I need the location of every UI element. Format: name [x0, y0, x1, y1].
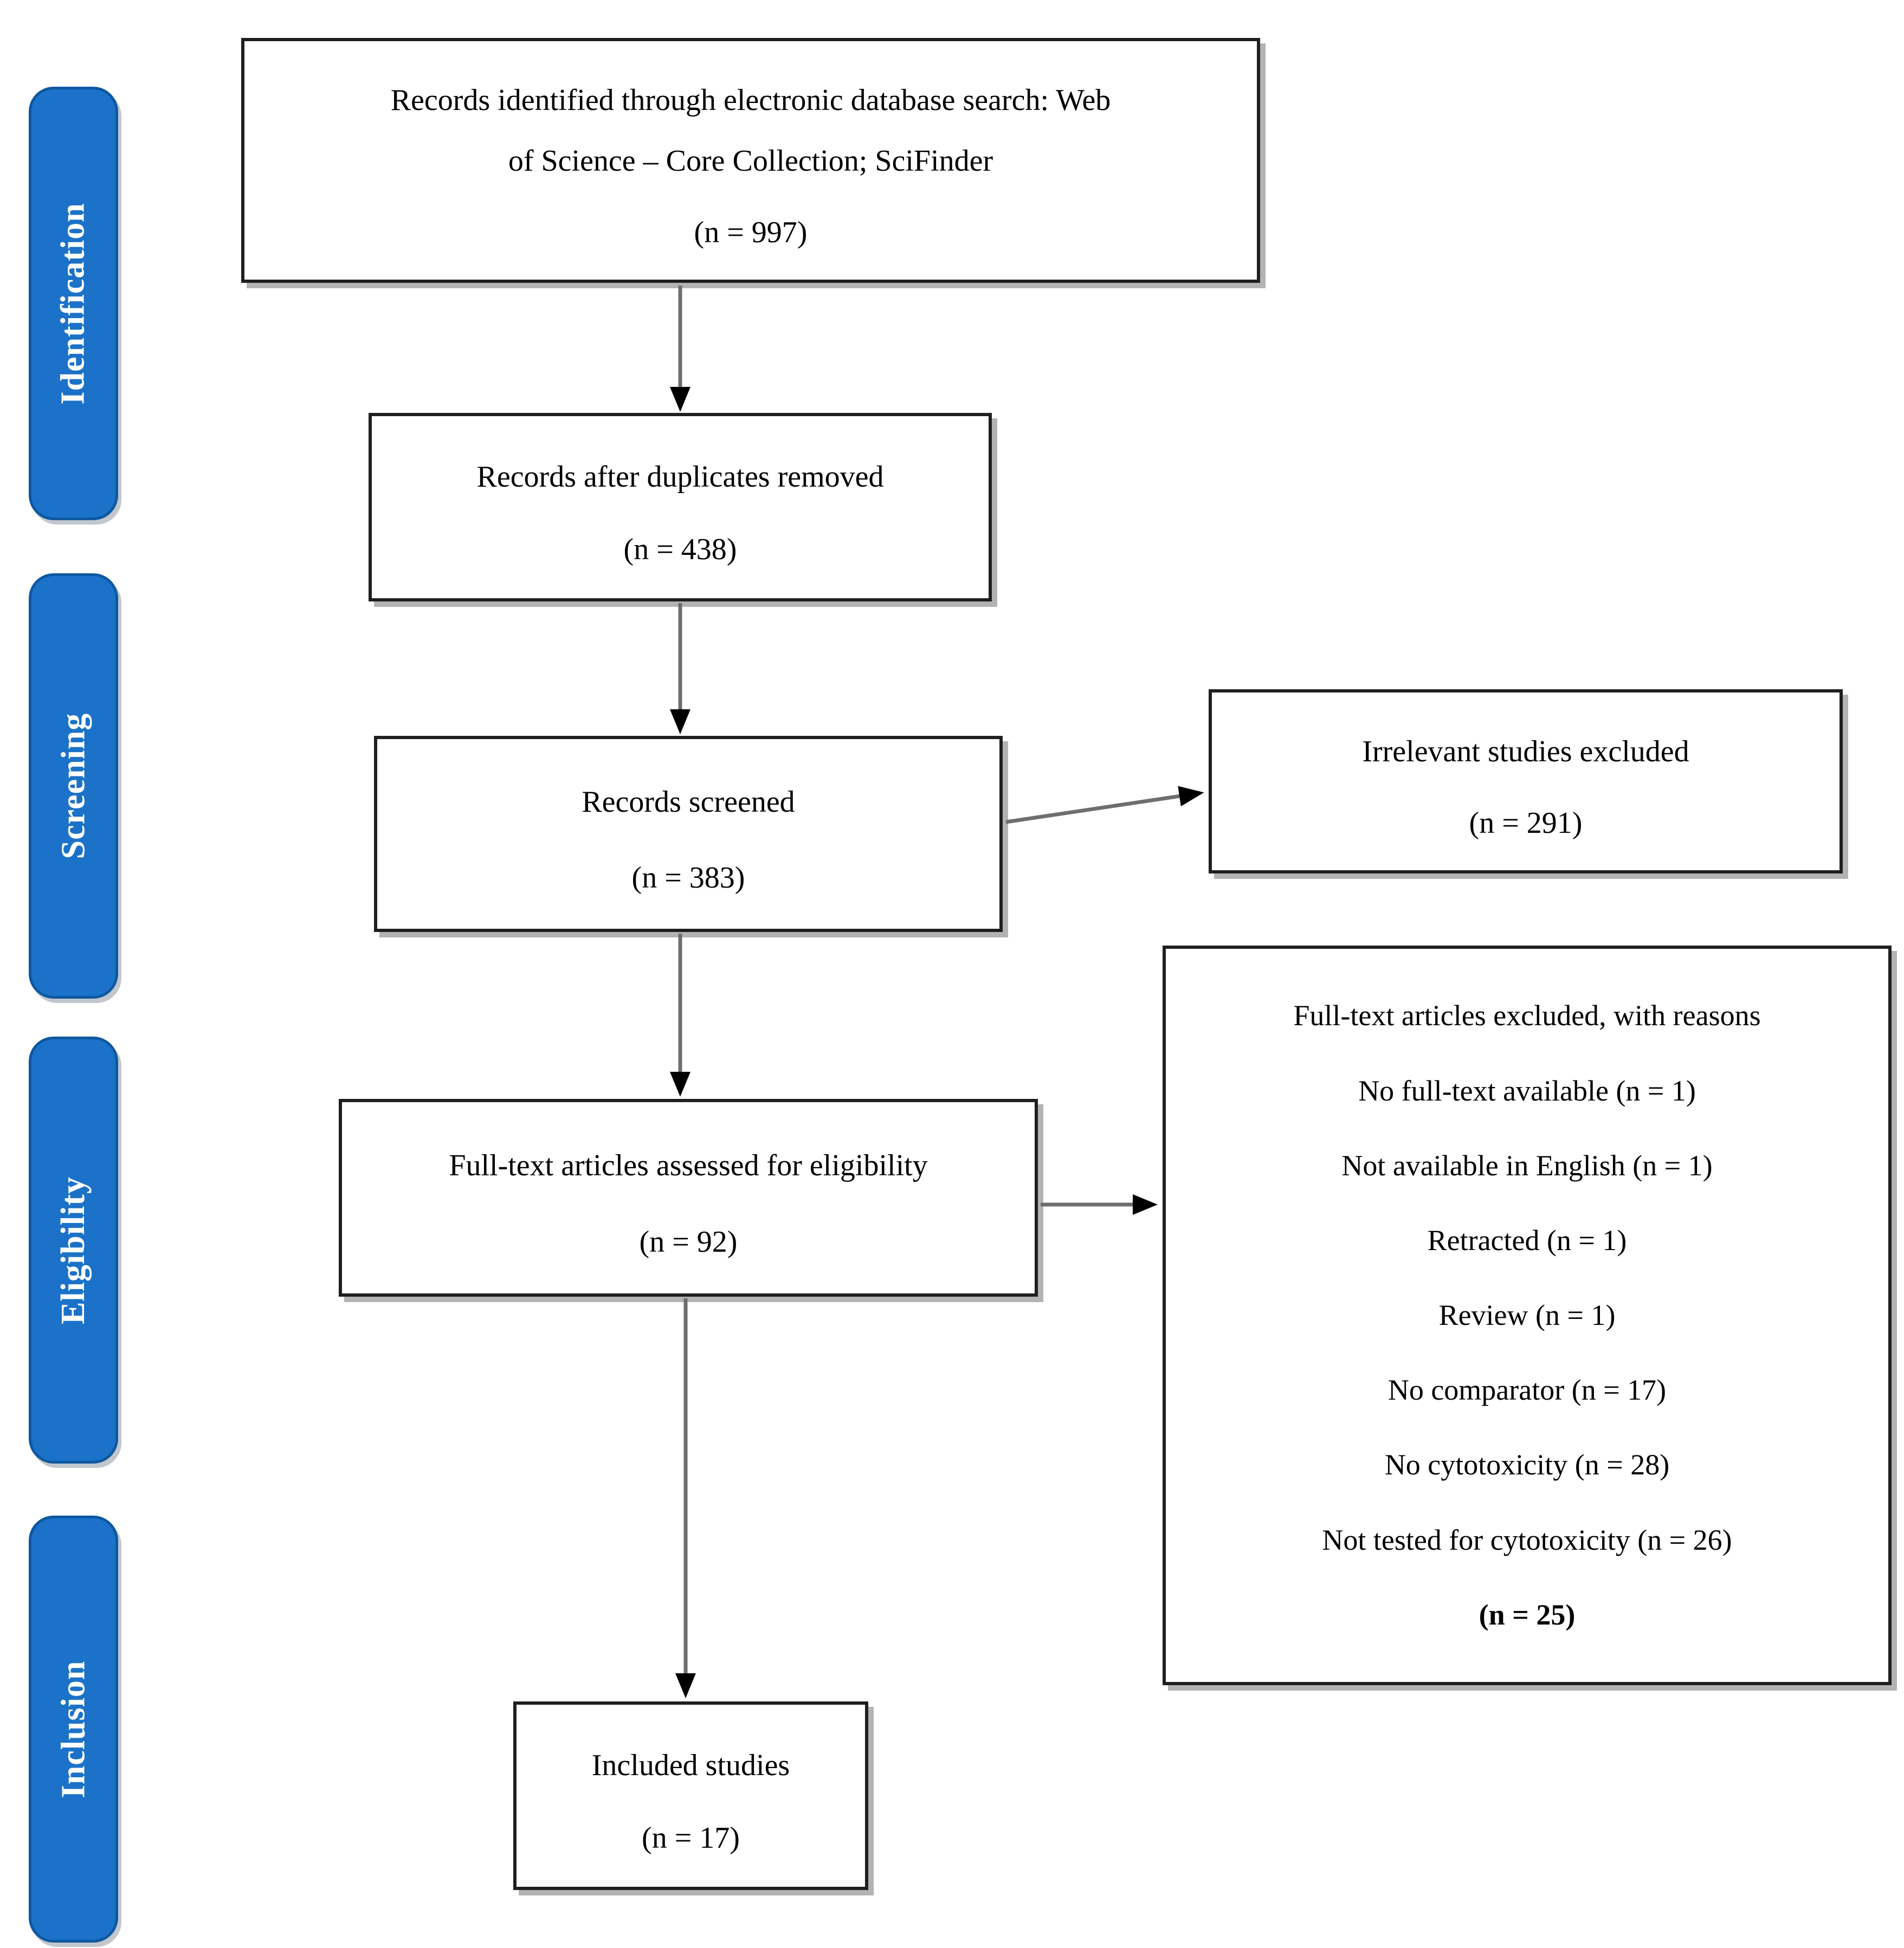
box-included-studies-title: Included studies — [591, 1748, 790, 1782]
reason-retracted: Retracted (n = 1) — [1427, 1224, 1627, 1257]
box-fulltext-assessed-title: Full-text articles assessed for eligibil… — [449, 1149, 928, 1183]
box-records-identified-title-line1: Records identified through electronic da… — [390, 83, 1111, 117]
reason-not-tested-cytotoxicity: Not tested for cytotoxicity (n = 26) — [1322, 1523, 1732, 1556]
box-records-screened-count: (n = 383) — [631, 860, 745, 895]
arrow-screened-to-irrelevant-excluded — [1005, 786, 1204, 824]
box-fulltext-excluded-total: (n = 25) — [1479, 1598, 1576, 1631]
box-records-identified-title: Records identified through electronic da… — [391, 70, 1111, 191]
box-records-identified: Records identified through electronic da… — [241, 38, 1260, 283]
reason-no-comparator: No comparator (n = 17) — [1387, 1374, 1667, 1407]
stage-identification: Identification — [29, 87, 118, 520]
box-duplicates-removed-count: (n = 438) — [623, 533, 737, 567]
reason-no-cytotoxicity: No cytotoxicity (n = 28) — [1384, 1448, 1670, 1481]
box-records-screened: Records screened (n = 383) — [374, 736, 1003, 932]
reason-not-english: Not available in English (n = 1) — [1341, 1149, 1713, 1182]
box-records-identified-count: (n = 997) — [694, 215, 808, 249]
stage-eligibility-label: Eligibility — [55, 1176, 92, 1324]
reason-review: Review (n = 1) — [1438, 1299, 1616, 1332]
box-fulltext-assessed: Full-text articles assessed for eligibil… — [339, 1099, 1038, 1297]
box-irrelevant-excluded-count: (n = 291) — [1469, 806, 1583, 840]
box-duplicates-removed: Records after duplicates removed (n = 43… — [369, 413, 992, 601]
box-records-identified-title-line2: of Science – Core Collection; SciFinder — [508, 144, 993, 178]
stage-inclusion: Inclusion — [29, 1516, 118, 1943]
stage-screening-label: Screening — [55, 713, 92, 859]
box-fulltext-assessed-count: (n = 92) — [639, 1225, 738, 1259]
box-fulltext-excluded-title: Full-text articles excluded, with reason… — [1293, 999, 1761, 1032]
stage-eligibility: Eligibility — [29, 1037, 118, 1464]
box-irrelevant-excluded: Irrelevant studies excluded (n = 291) — [1209, 689, 1843, 873]
box-records-screened-title: Records screened — [582, 785, 795, 819]
box-included-studies: Included studies (n = 17) — [513, 1701, 868, 1890]
stage-screening: Screening — [29, 573, 118, 999]
box-included-studies-count: (n = 17) — [642, 1821, 740, 1855]
reason-no-fulltext: No full-text available (n = 1) — [1358, 1074, 1696, 1107]
stage-identification-label: Identification — [55, 202, 92, 405]
stage-inclusion-label: Inclusion — [55, 1660, 92, 1798]
box-fulltext-excluded: Full-text articles excluded, with reason… — [1163, 946, 1892, 1685]
box-irrelevant-excluded-title: Irrelevant studies excluded — [1362, 734, 1689, 768]
box-duplicates-removed-title: Records after duplicates removed — [476, 460, 884, 494]
